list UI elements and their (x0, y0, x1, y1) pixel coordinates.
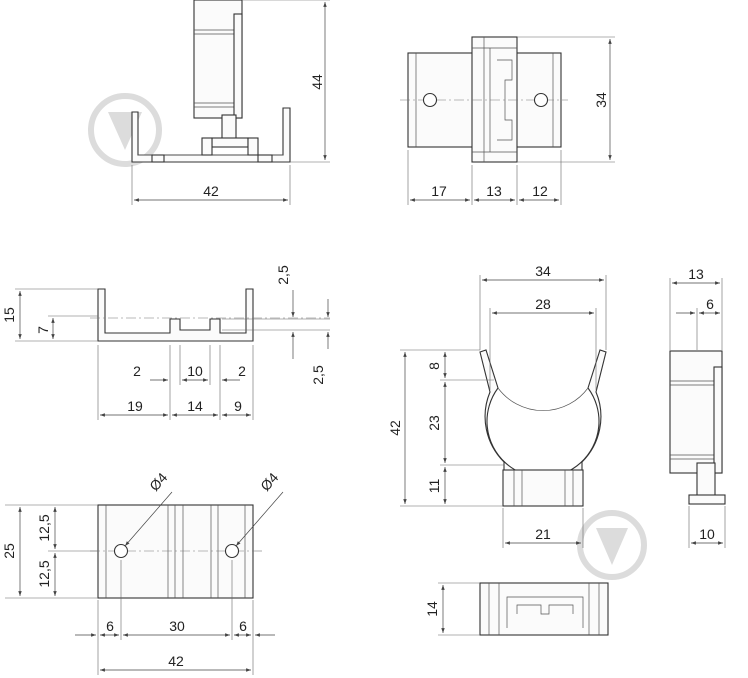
dim-plate-upper-half: 12,5 (36, 514, 52, 541)
dim-clip-radius-zone: 23 (426, 415, 442, 431)
dim-clip-inner-width: 28 (535, 296, 551, 312)
side-view-dims: 13 6 10 (669, 266, 726, 548)
dim-front-height: 44 (309, 74, 325, 90)
dim-profile-height: 15 (1, 307, 17, 323)
plate-view-hole-left (113, 543, 129, 559)
dim-plate-hole-spacing: 30 (169, 618, 185, 634)
clip-view (479, 349, 607, 507)
dim-clip-height: 42 (387, 420, 403, 436)
bottom-view (479, 582, 609, 636)
top-view-clip (471, 36, 518, 163)
dim-profile-slot-bottom: 2,5 (310, 365, 326, 385)
side-view-body (669, 350, 723, 474)
dim-profile-middle: 14 (187, 398, 203, 414)
dim-plate-height: 25 (1, 543, 17, 559)
dim-side-slot: 6 (706, 296, 714, 312)
profile-view-channel (97, 288, 254, 342)
bottom-view-body (479, 582, 609, 636)
dim-top-height: 34 (593, 92, 609, 108)
top-view-hole-right (533, 92, 549, 108)
top-view (400, 36, 568, 163)
dim-front-width: 42 (203, 183, 219, 199)
top-view-hole-left (422, 92, 438, 108)
dim-clip-lip: 8 (426, 362, 442, 370)
front-view (131, 0, 291, 163)
watermark-logo-left (88, 93, 162, 167)
dim-clip-outer-width: 34 (535, 263, 551, 279)
dim-profile-slot-width: 10 (187, 363, 203, 379)
dim-profile-slot-top: 2,5 (275, 265, 291, 285)
dim-profile-inner-height: 7 (35, 326, 51, 334)
dim-top-right: 12 (532, 183, 548, 199)
dim-plate-lower-half: 12,5 (36, 560, 52, 587)
top-view-dims: 34 17 13 12 (407, 36, 615, 205)
dim-side-width: 13 (688, 266, 704, 282)
dim-plate-width: 42 (168, 653, 184, 669)
dim-clip-base-width: 21 (535, 526, 551, 542)
dim-clip-base: 11 (426, 479, 442, 494)
dim-side-base: 10 (699, 526, 715, 542)
dim-plate-hole-left: Ø4 (146, 469, 171, 494)
dim-plate-hole-right: Ø4 (257, 469, 282, 494)
bottom-view-dims: 14 (424, 582, 480, 636)
profile-view-dims: 15 7 2,5 2,5 2 10 2 19 14 9 (1, 265, 330, 420)
plate-view-dims: 25 12,5 12,5 Ø4 Ø4 6 30 6 42 (1, 469, 284, 675)
side-view (669, 350, 726, 505)
profile-view (90, 288, 330, 342)
clip-view-dims: 34 28 42 8 23 11 21 (387, 263, 607, 548)
dim-plate-edge-right: 6 (239, 618, 247, 634)
dim-profile-gap-right: 2 (238, 363, 246, 379)
watermark-logo-right (577, 510, 647, 580)
dim-bottom-height: 14 (424, 601, 440, 617)
plate-view (90, 504, 262, 599)
front-view-base (131, 107, 291, 163)
dim-plate-edge-left: 6 (106, 618, 114, 634)
dim-top-middle: 13 (486, 183, 502, 199)
clip-view-ring (479, 349, 607, 478)
dim-top-left: 17 (431, 183, 447, 199)
dim-profile-right: 9 (234, 398, 242, 414)
plate-view-hole-right (224, 543, 240, 559)
clip-view-base (502, 469, 584, 507)
front-view-dims: 44 42 (131, 0, 330, 205)
dim-profile-left: 19 (127, 398, 143, 414)
dim-profile-gap-left: 2 (133, 363, 141, 379)
